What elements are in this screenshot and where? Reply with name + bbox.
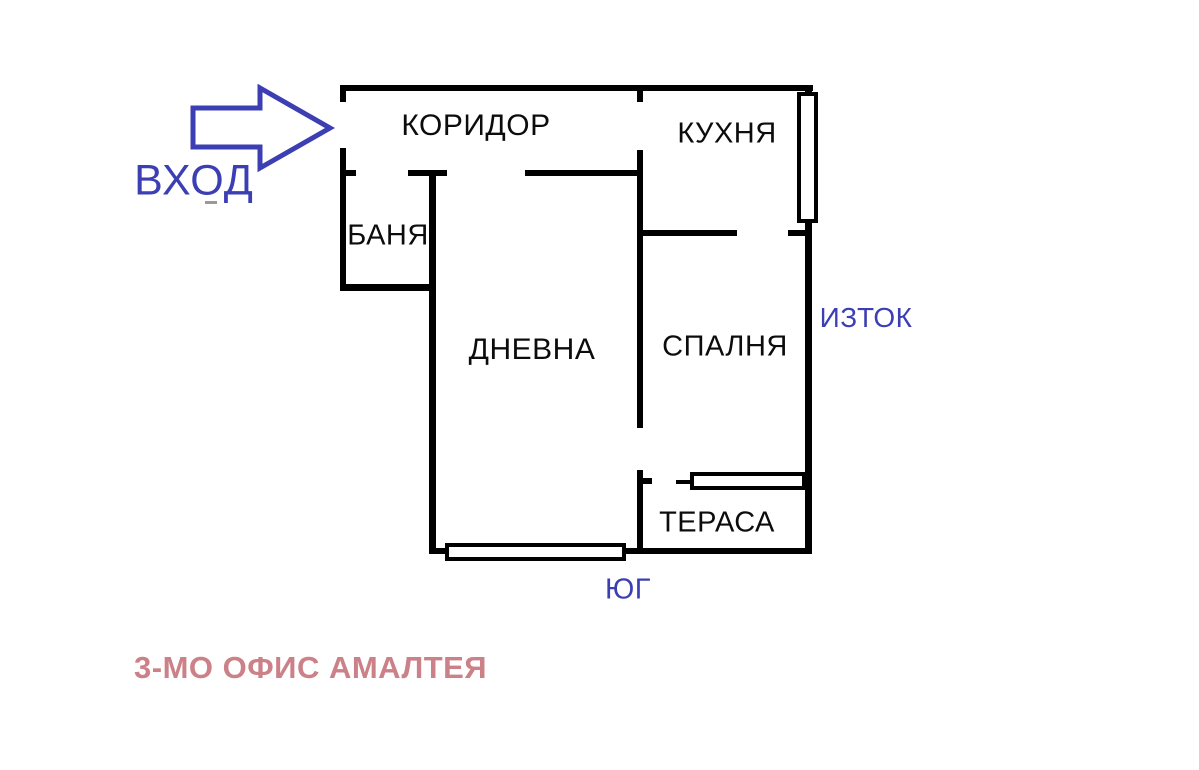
- wall-corridor-bottom-right: [525, 170, 643, 176]
- stray-dash-mark: [205, 201, 217, 204]
- window-kitchen-icon: [797, 92, 818, 223]
- wall-top: [340, 85, 813, 91]
- room-label-corridor: КОРИДОР: [401, 109, 551, 142]
- wall-right: [805, 85, 812, 554]
- window-terrace-icon: [690, 472, 806, 490]
- wall-kitchen-left-stub: [637, 85, 643, 102]
- wall-bath-bottom: [340, 284, 436, 291]
- window-living-icon: [445, 543, 626, 561]
- wall-corridor-bottom-mid: [408, 170, 447, 176]
- wall-kitchen-left-main: [637, 150, 643, 428]
- room-label-kitchen: КУХНЯ: [677, 117, 777, 150]
- wall-terrace-left: [637, 470, 643, 554]
- room-label-living: ДНЕВНА: [468, 333, 596, 366]
- wall-corridor-bottom-left-stub: [340, 170, 356, 176]
- entrance-arrow-icon: [190, 84, 336, 173]
- wall-living-left: [429, 170, 436, 554]
- south-direction-label: ЮГ: [604, 573, 652, 606]
- wall-terrace-top-line: [676, 480, 692, 484]
- wall-kitchen-bottom-left: [640, 230, 737, 236]
- entrance-label: ВХОД: [134, 156, 254, 205]
- wall-kitchen-bottom-right: [788, 230, 806, 236]
- plan-title-caption: 3-МО ОФИС АМАЛТЕЯ: [134, 650, 488, 685]
- wall-terrace-top-stub: [640, 478, 652, 484]
- room-label-bedroom: СПАЛНЯ: [662, 330, 788, 363]
- wall-left-main: [340, 148, 346, 288]
- room-label-bath: БАНЯ: [347, 219, 429, 252]
- wall-left-entrance-stub: [340, 85, 346, 102]
- room-label-terrace: ТЕРАСА: [659, 506, 775, 539]
- east-direction-label: ИЗТОК: [819, 302, 913, 333]
